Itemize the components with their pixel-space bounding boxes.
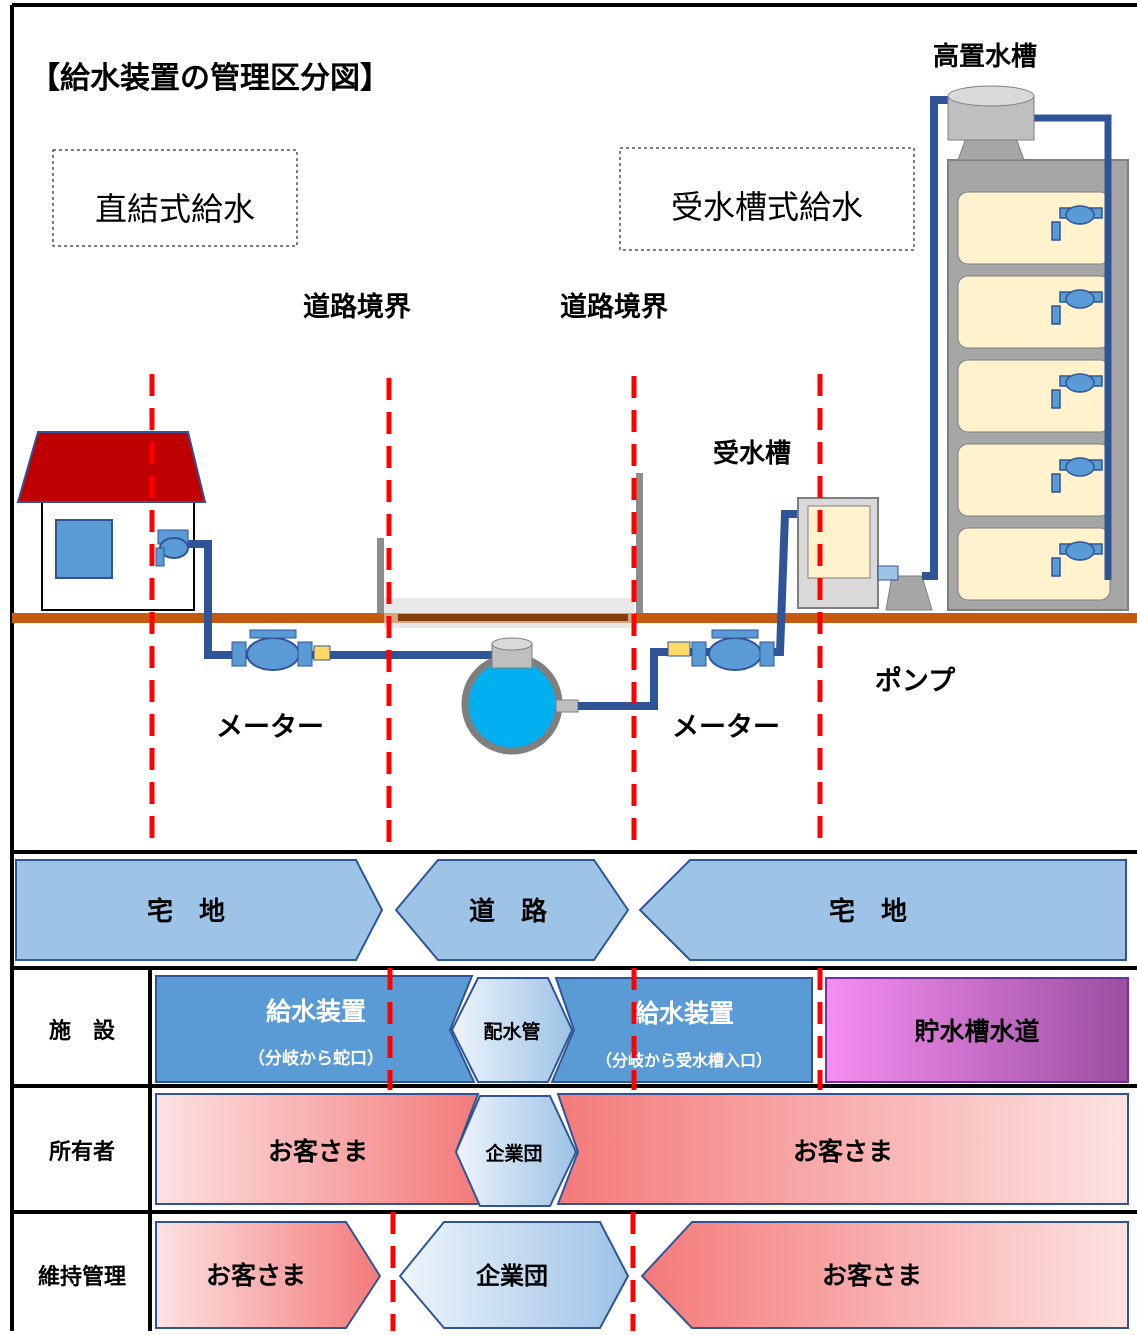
maintenance-center-shape xyxy=(398,1221,630,1329)
pump-label: ポンプ xyxy=(875,666,956,697)
facility-right-main: 給水装置 xyxy=(634,999,734,1028)
maintenance-row: お客さま 企業団 お客さま xyxy=(155,1221,1129,1329)
zone-middle-arrow xyxy=(394,859,630,961)
zone-left-arrow xyxy=(15,859,384,961)
facility-far-right-label: 貯水槽水道 xyxy=(914,1017,1039,1046)
maintenance-left-shape xyxy=(155,1221,382,1329)
owner-header: 所有者 xyxy=(49,1139,115,1165)
maintenance-right-label: お客さま xyxy=(822,1261,922,1290)
elevated-tank-label: 高置水槽 xyxy=(933,41,1037,72)
zone-row: 宅 地 道 路 宅 地 xyxy=(15,859,1127,961)
zone-right-label: 宅 地 xyxy=(829,896,907,927)
boundary-lines xyxy=(149,374,823,1331)
facility-far-right-shape xyxy=(825,977,1129,1083)
owner-right-label: お客さま xyxy=(793,1137,893,1166)
facility-header: 施 設 xyxy=(49,1018,116,1044)
meter-label-left: メーター xyxy=(216,712,324,743)
tank-supply-label: 受水槽式給水 xyxy=(671,188,863,226)
maintenance-center-label: 企業団 xyxy=(476,1262,548,1290)
road-wall-left xyxy=(377,538,384,613)
riser-pipe xyxy=(922,96,952,580)
maintenance-header: 維持管理 xyxy=(38,1264,126,1290)
direct-supply-box: 直結式給水 xyxy=(52,149,298,247)
zone-left-label: 宅 地 xyxy=(147,896,225,927)
facility-left-main: 給水装置 xyxy=(266,997,366,1026)
facility-left-sub: （分岐から蛇口） xyxy=(248,1048,384,1069)
pump xyxy=(877,565,933,611)
tank-supply-box: 受水槽式給水 xyxy=(619,147,915,251)
owner-center-shape xyxy=(454,1095,578,1207)
facility-center-shape xyxy=(450,977,574,1083)
owner-right-shape xyxy=(556,1093,1129,1205)
diagram-title: 【給水装置の管理区分図】 xyxy=(30,61,390,96)
road-boundary-label-left: 道路境界 xyxy=(303,291,411,323)
water-meter-right xyxy=(691,629,775,671)
distribution-main xyxy=(461,637,579,755)
facility-right-sub: （分岐から受水槽入口） xyxy=(596,1051,772,1070)
frame xyxy=(10,3,1137,1331)
facility-right-shape xyxy=(550,977,813,1083)
owner-left-label: お客さま xyxy=(268,1137,368,1166)
road-wall-right xyxy=(636,473,643,613)
road-surface xyxy=(384,598,634,628)
road-stripe xyxy=(398,614,628,621)
road-boundary-label-right: 道路境界 xyxy=(560,291,668,323)
owner-row: お客さま 企業団 お客さま xyxy=(155,1093,1129,1207)
water-meter-left xyxy=(231,629,331,671)
facility-row: 給水装置 （分岐から蛇口） 配水管 給水装置 （分岐から受水槽入口） 貯水槽水道 xyxy=(155,975,1129,1083)
maintenance-right-shape xyxy=(640,1221,1129,1329)
service-pipe-left xyxy=(155,529,496,659)
receiving-tank-label: 受水槽 xyxy=(713,438,791,469)
maintenance-left-label: お客さま xyxy=(206,1261,306,1290)
facility-left-shape xyxy=(155,975,476,1083)
receiving-tank xyxy=(797,497,879,609)
zone-middle-label: 道 路 xyxy=(469,896,548,927)
zone-right-arrow xyxy=(638,859,1127,961)
building xyxy=(947,114,1129,611)
elevated-tank xyxy=(947,85,1035,161)
house xyxy=(16,431,207,611)
meter-label-right: メーター xyxy=(672,712,780,743)
facility-center-label: 配水管 xyxy=(483,1020,540,1043)
direct-supply-label: 直結式給水 xyxy=(95,190,255,228)
owner-center-label: 企業団 xyxy=(484,1142,542,1165)
